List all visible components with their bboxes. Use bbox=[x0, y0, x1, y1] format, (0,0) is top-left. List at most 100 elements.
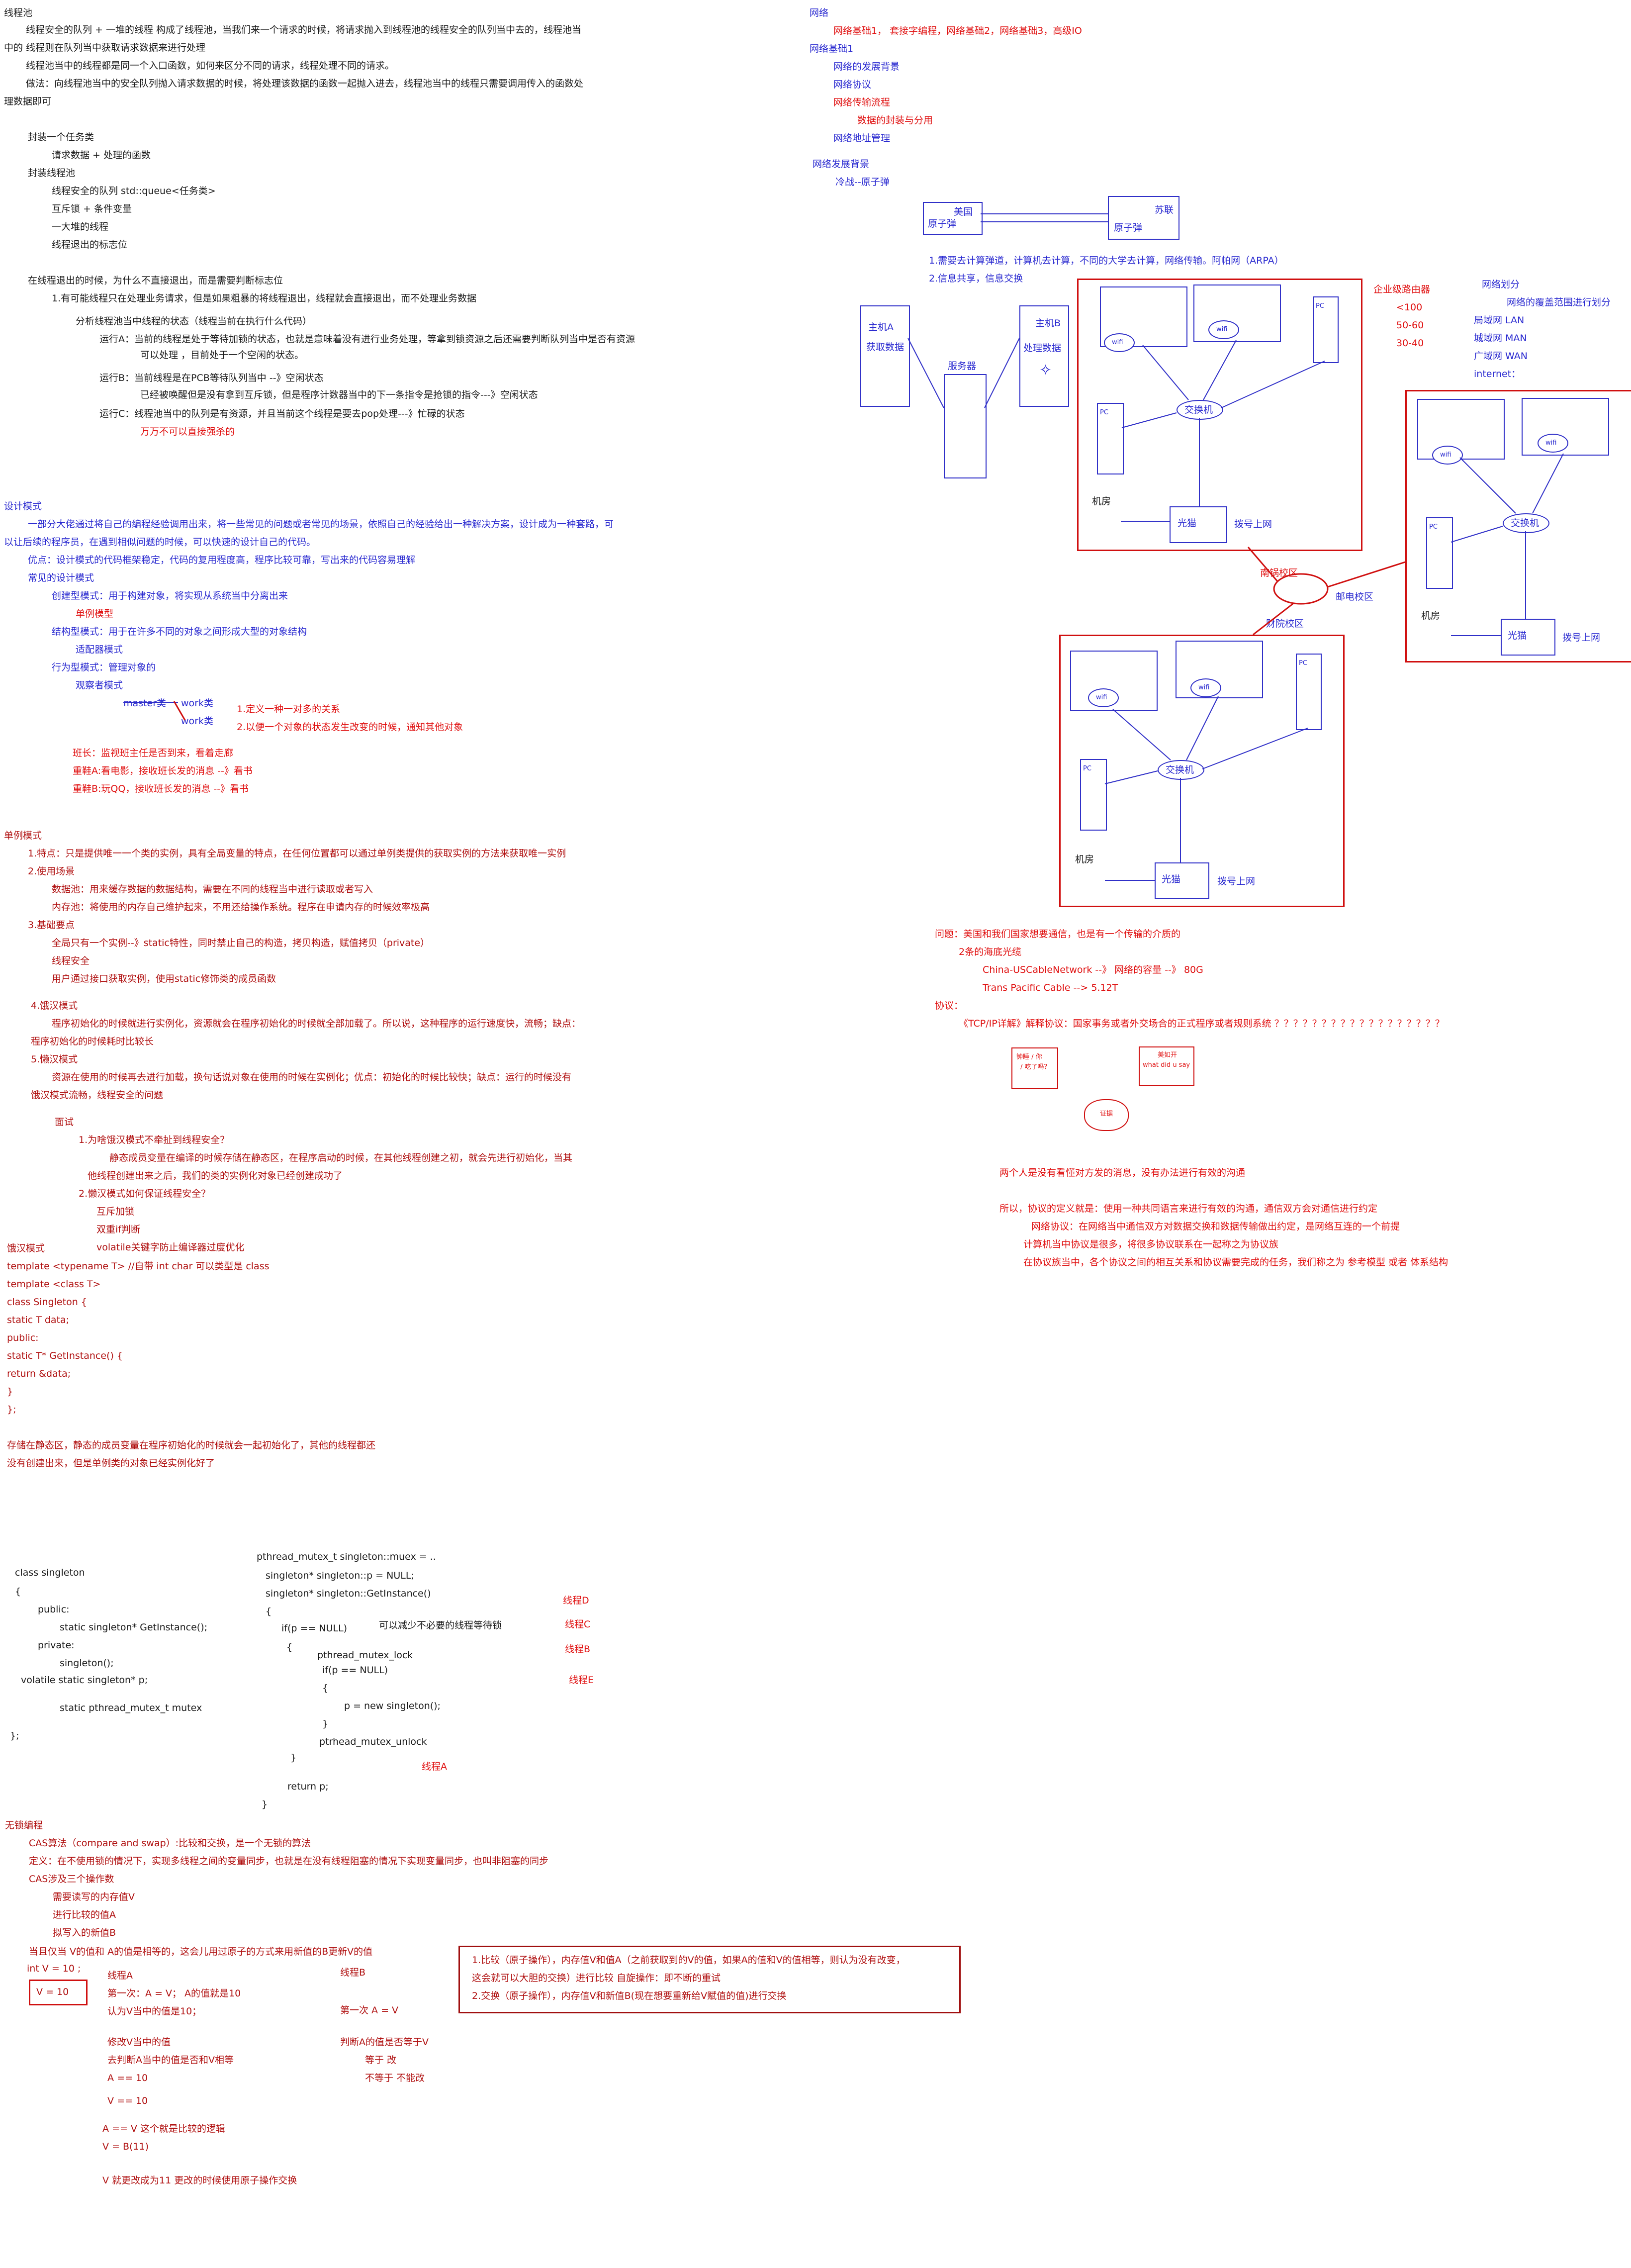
wifi-router: wifi bbox=[1538, 434, 1568, 453]
fiber-label: 光猫 bbox=[1178, 518, 1197, 529]
thread-a-title: 线程A bbox=[107, 1970, 133, 1981]
speech-bubble: 钟睡 / 你 / 吃了吗？ bbox=[1011, 1047, 1058, 1089]
bubble-text: / 吃了吗？ bbox=[1020, 1063, 1051, 1071]
fiber-modem: 光猫 bbox=[1501, 619, 1555, 656]
protocol-title: 协议： bbox=[935, 1000, 964, 1011]
singleton-lazy-b: 饿汉模式流畅，线程安全的问题 bbox=[31, 1090, 164, 1101]
run-c: 运行C：线程池当中的队列是有资源，并且当前这个线程是要去pop处理---》忙碌的… bbox=[99, 408, 465, 419]
task-detail: 请求数据 + 处理的函数 bbox=[52, 150, 151, 161]
singleton-basics-a: 全局只有一个实例--》static特性，同时禁止自己的构造，拷贝构造，赋值拷贝（… bbox=[52, 938, 430, 948]
design-creational: 创建型模式：用于构建对象，将实现从系统当中分离出来 bbox=[52, 590, 288, 601]
run-b-2: 已经被唤醒但是没有拿到互斥锁，但是程序计数器当中的下一条指令是抢锁的指令---》… bbox=[140, 389, 538, 400]
task-title: 封装一个任务类 bbox=[28, 132, 94, 143]
design-intro-1: 一部分大佬通过将自己的编程经验调用出来，将一些常见的问题或者常见的场景，依照自己… bbox=[28, 519, 614, 530]
interview-q1-a: 静态成员变量在编译的时候存储在静态区，在程序启动的时候，在其他线程创建之初，就会… bbox=[109, 1152, 573, 1163]
pool-item: 线程安全的队列 std::queue<任务类> bbox=[52, 186, 216, 196]
lazy-code: static pthread_mutex_t mutex bbox=[60, 1702, 202, 1713]
singleton-lazy: 5.懒汉模式 bbox=[31, 1054, 78, 1065]
singleton-basics: 3.基础要点 bbox=[28, 920, 75, 931]
interview-q2-a: 互斥加锁 bbox=[96, 1206, 135, 1217]
server-label: 服务器 bbox=[948, 361, 977, 372]
host-b: 主机B 处理数据 ✧ bbox=[1019, 305, 1069, 407]
run-a-2: 可以处理 ，目前处于一个空闲的状态。 bbox=[140, 350, 304, 361]
exit-reason: 1.有可能线程只在处理业务请求，但是如果粗暴的将线程退出，线程就会直接退出，而不… bbox=[52, 293, 477, 304]
pool-item: 一大堆的线程 bbox=[52, 221, 109, 232]
design-intro-2: 以让后续的程序员，在遇到相似问题的时候，可以快速的设计自己的代码。 bbox=[4, 537, 316, 548]
singleton-basics-b: 线程安全 bbox=[52, 955, 90, 966]
host-a-sub: 获取数据 bbox=[866, 342, 905, 353]
impl-code: singleton* singleton::GetInstance() bbox=[266, 1588, 431, 1599]
usa-bomb: 原子弹 bbox=[928, 218, 957, 229]
threadpool-p1: 线程安全的队列 + 一堆的线程 构成了线程池，当我们来一个请求的时候，将请求抛入… bbox=[26, 24, 582, 35]
fiber-label: 光猫 bbox=[1162, 874, 1181, 885]
thread-a-step: A == 10 bbox=[107, 2073, 148, 2083]
protocol-line: 在协议族当中，各个协议之间的相互关系和协议需要完成的任务，我们称之为 参考模型 … bbox=[1023, 1257, 1449, 1268]
run-b: 运行B：当前线程是在PCB等待队列当中 --》空闲状态 bbox=[99, 373, 324, 383]
cas-operand: 需要读写的内存值V bbox=[53, 1891, 135, 1902]
room-label: 机房 bbox=[1421, 610, 1441, 621]
network-topic-sub: 数据的封装与分用 bbox=[857, 115, 933, 126]
singleton-hungry-b: 程序初始化的时候耗时比较长 bbox=[31, 1036, 154, 1047]
pc-tower: PC bbox=[1296, 654, 1322, 730]
switch: 交换机 bbox=[1158, 760, 1204, 780]
v-value-box: V = 10 bbox=[29, 1980, 88, 2005]
thread-a-step: 第一次：A = V； A的值就是10 bbox=[107, 1988, 241, 1999]
hungry-label: 饿汉模式 bbox=[7, 1243, 45, 1254]
cas-init: int V = 10 ; bbox=[27, 1963, 81, 1974]
singleton-title: 单例模式 bbox=[4, 830, 42, 841]
lazy-code: static singleton* GetInstance(); bbox=[60, 1622, 208, 1633]
run-a: 运行A：当前的线程是处于等待加锁的状态，也就是意味着没有进行业务处理，等拿到锁资… bbox=[99, 334, 635, 345]
pc-tower: PC bbox=[1080, 759, 1107, 831]
campus-label: 邮电校区 bbox=[1336, 591, 1374, 602]
cable-detail: Trans Pacific Cable --> 5.12T bbox=[983, 982, 1118, 993]
speech-bubble: 美如开 what did u say bbox=[1139, 1046, 1194, 1086]
impl-code: return p; bbox=[287, 1781, 329, 1792]
impl-code: { bbox=[286, 1642, 293, 1653]
cas-operand: 拟写入的新值B bbox=[53, 1927, 116, 1938]
network-note-1: 1.需要去计算弹道，计算机去计算，不同的大学去计算，网络传输。阿帕网（ARPA） bbox=[929, 255, 1284, 266]
thread-label: 线程D bbox=[563, 1595, 589, 1606]
observer-example-2: 重鞋A:看电影，接收班长发的消息 --》看书 bbox=[73, 765, 253, 776]
pc-label: PC bbox=[1100, 409, 1108, 416]
dial-label: 拨号上网 bbox=[1234, 519, 1272, 530]
campus-label: 财院校区 bbox=[1266, 618, 1304, 629]
singleton-hungry: 4.饿汉模式 bbox=[31, 1000, 78, 1011]
cas-summary: 2.交换（原子操作），内存值V和新值B(现在想要重新给V赋值的值)进行交换 bbox=[472, 1990, 787, 2001]
wifi-label: wifi bbox=[1440, 451, 1451, 459]
cas-summary: 1.比较（原子操作），内存值V和值A（之前获取到的V的值，如果A的值和V的值相等… bbox=[472, 1955, 906, 1966]
cas-line: CAS算法（compare and swap）:比较和交换，是一个无锁的算法 bbox=[29, 1838, 311, 1849]
pc-label: PC bbox=[1429, 523, 1438, 531]
pool-item: 线程退出的标志位 bbox=[52, 239, 128, 250]
cas-line: 定义：在不使用锁的情况下，实现多线程之间的变量同步，也就是在没有线程阻塞的情况下… bbox=[29, 1856, 549, 1867]
protocol-line: 两个人是没有看懂对方发的消息，没有办法进行有效的沟通 bbox=[999, 1167, 1246, 1178]
division-title: 网络划分 bbox=[1482, 279, 1520, 290]
code-line: public: bbox=[7, 1332, 39, 1343]
pc-label: PC bbox=[1299, 660, 1307, 667]
impl-code: } bbox=[262, 1799, 268, 1810]
exit-question: 在线程退出的时候，为什么不直接退出，而是需要判断标志位 bbox=[28, 275, 283, 286]
wifi-router: wifi bbox=[1432, 446, 1463, 465]
bubble-text: 钟睡 / 你 bbox=[1016, 1053, 1042, 1061]
thread-a-step: 认为V当中的值是10； bbox=[107, 2006, 202, 2017]
observer-work-2: work类 bbox=[181, 716, 213, 727]
campus-2 bbox=[1405, 390, 1631, 662]
code-line: template <typename T> //自带 int char 可以类型… bbox=[7, 1261, 270, 1272]
design-structural: 结构型模式：用于在许多不同的对象之间形成大型的对象结构 bbox=[52, 626, 307, 637]
thread-label: 线程C bbox=[565, 1619, 591, 1630]
network-topic: 网络协议 bbox=[833, 79, 872, 90]
threadpool-p3b: 理数据即可 bbox=[4, 96, 52, 107]
host-a: 主机A 获取数据 bbox=[860, 305, 910, 407]
thread-a-step: 修改V当中的值 bbox=[107, 2037, 171, 2048]
cas-summary-box: 1.比较（原子操作），内存值V和值A（之前获取到的V的值，如果A的值和V的值相等… bbox=[458, 1946, 961, 2013]
lazy-code: public: bbox=[38, 1604, 70, 1615]
impl-code: singleton* singleton::p = NULL; bbox=[266, 1570, 414, 1581]
wifi-router: wifi bbox=[1088, 688, 1119, 707]
interview-q2: 2.懒汉模式如何保证线程安全？ bbox=[79, 1188, 211, 1199]
lazy-code: volatile static singleton* p; bbox=[21, 1675, 148, 1686]
code-line: } bbox=[7, 1386, 13, 1397]
pc-tower: PC bbox=[1426, 517, 1453, 589]
cable-problem: 问题：美国和我们国家想要通信，也是有一个传输的介质的 bbox=[935, 929, 1181, 940]
network-note-2: 2.信息共享，信息交换 bbox=[929, 273, 1023, 284]
lazy-code: { bbox=[15, 1586, 21, 1597]
